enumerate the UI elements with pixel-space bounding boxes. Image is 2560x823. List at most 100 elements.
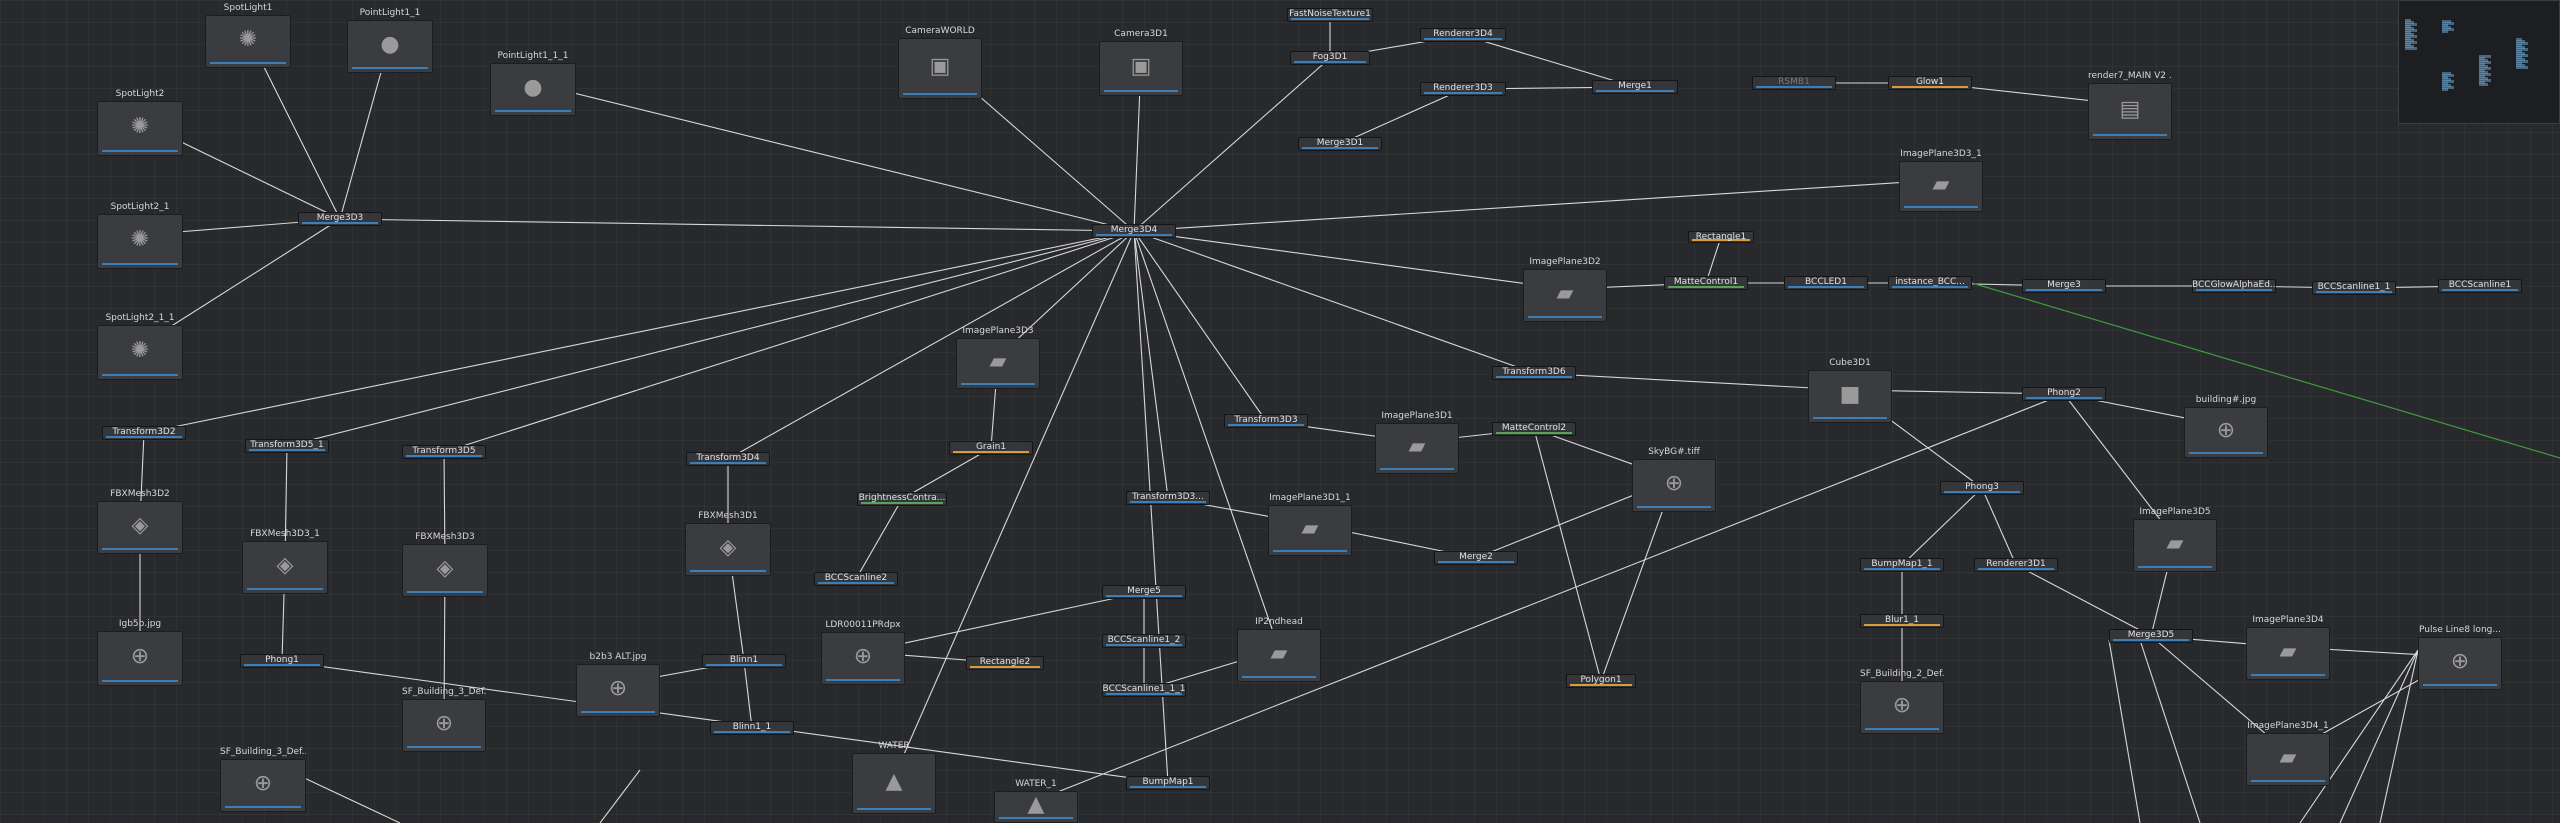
- node-spotlight2-1-1[interactable]: ✺SpotLight2_1_1: [97, 312, 183, 380]
- node-bccglow[interactable]: BCCGlowAlphaEd...: [2192, 279, 2276, 293]
- connection-wire[interactable]: [2339, 649, 2419, 823]
- connection-wire[interactable]: [2139, 639, 2201, 823]
- node-brightness[interactable]: BrightnessContra...: [857, 492, 947, 506]
- connection-wire[interactable]: [143, 230, 1135, 434]
- node-camera3d1[interactable]: ▣Camera3D1: [1099, 28, 1183, 96]
- node-pointlight1-1-1[interactable]: ●PointLight1_1_1: [490, 50, 576, 116]
- connection-wire[interactable]: [727, 230, 1135, 460]
- node-skybg[interactable]: ⊕SkyBG#.tiff: [1632, 446, 1716, 512]
- connection-wire[interactable]: [893, 230, 1135, 778]
- connection-wire[interactable]: [2379, 649, 2419, 823]
- node-b2b3alt[interactable]: ⊕b2b3 ALT.jpg: [576, 651, 660, 717]
- connection-wire[interactable]: [2015, 564, 2152, 637]
- node-render7[interactable]: ▤render7_MAIN V2 ...: [2088, 70, 2172, 140]
- connection-wire[interactable]: [743, 660, 753, 729]
- connection-wire[interactable]: [2299, 649, 2419, 823]
- node-bccscanline1-2[interactable]: BCCScanline1_2: [1102, 634, 1186, 648]
- node-rsmb1[interactable]: RSMB1: [1752, 76, 1836, 90]
- node-bccscanline1-1[interactable]: BCCScanline1_1: [2312, 281, 2396, 295]
- node-blinn1-1[interactable]: Blinn1_1: [710, 721, 794, 735]
- node-mattecontrol2[interactable]: MatteControl2: [1492, 422, 1576, 436]
- connection-wire[interactable]: [443, 230, 1135, 453]
- connection-wire[interactable]: [139, 218, 341, 347]
- node-phong3[interactable]: Phong3: [1940, 481, 2024, 495]
- node-bccscanline1-1-1[interactable]: BCCScanline1_1_1: [1102, 683, 1186, 697]
- node-bumpmap1-1[interactable]: BumpMap1_1: [1860, 558, 1944, 572]
- node-sfbuilding3def[interactable]: ⊕SF_Building_3_Def...: [402, 686, 486, 752]
- connection-wire[interactable]: [1133, 230, 1267, 422]
- connection-wire[interactable]: [1035, 393, 2065, 802]
- node-merge3d1[interactable]: Merge3D1: [1298, 137, 1382, 151]
- node-water1[interactable]: ▲WATER_1: [994, 778, 1078, 823]
- node-transform3d5-1[interactable]: Transform3D5_1: [245, 439, 329, 453]
- node-ldr[interactable]: ⊕LDR00011PRdpx: [821, 619, 905, 685]
- connection-wire[interactable]: [997, 230, 1135, 358]
- connection-wire[interactable]: [1901, 487, 1983, 566]
- highlighted-connection-wire[interactable]: [1971, 282, 2560, 459]
- node-spotlight1[interactable]: ✺SpotLight1: [205, 2, 291, 68]
- node-transform3d5[interactable]: Transform3D5: [402, 445, 486, 459]
- node-spotlight2[interactable]: ✺SpotLight2: [97, 88, 183, 156]
- connection-wire[interactable]: [855, 498, 903, 580]
- node-bumpmap1[interactable]: BumpMap1: [1126, 776, 1210, 790]
- connection-wire[interactable]: [1133, 179, 1942, 232]
- node-bccled1[interactable]: BCCLED1: [1784, 276, 1868, 290]
- node-renderer3d3[interactable]: Renderer3D3: [1420, 82, 1506, 96]
- node-ip2ndhead[interactable]: ▰IP2ndhead: [1237, 616, 1321, 682]
- connection-wire[interactable]: [1533, 428, 1602, 682]
- connection-wire[interactable]: [1981, 487, 2017, 566]
- node-sfbuilding2def[interactable]: ⊕SF_Building_2_Def...: [1860, 668, 1944, 734]
- node-pointlight1-1[interactable]: ●PointLight1_1: [347, 7, 433, 73]
- node-transform3d3b[interactable]: Transform3D3...: [1126, 491, 1210, 505]
- connection-wire[interactable]: [1133, 230, 1535, 374]
- node-rectangle1[interactable]: Rectangle1: [1688, 231, 1754, 243]
- node-fbxmesh3d3[interactable]: ◈FBXMesh3D3: [402, 531, 488, 597]
- node-water[interactable]: ▲WATER: [852, 740, 936, 814]
- node-imageplane3d1[interactable]: ▰ImagePlane3D1: [1375, 410, 1459, 474]
- node-fastnoise[interactable]: FastNoiseTexture1: [1287, 8, 1373, 22]
- connection-wire[interactable]: [1533, 372, 1851, 391]
- node-transform3d2[interactable]: Transform3D2: [102, 426, 186, 440]
- connection-wire[interactable]: [1600, 478, 1675, 682]
- node-sfbuilding3def2[interactable]: ⊕SF_Building_3_Def...: [220, 746, 306, 812]
- connection-wire[interactable]: [532, 82, 1135, 232]
- node-polygon1[interactable]: Polygon1: [1566, 674, 1636, 688]
- node-merge3[interactable]: Merge3: [2022, 279, 2106, 293]
- node-cube3d1[interactable]: ■Cube3D1: [1808, 357, 1892, 423]
- node-transform3d3[interactable]: Transform3D3: [1224, 414, 1308, 428]
- node-transform3d4[interactable]: Transform3D4: [686, 452, 770, 466]
- node-cameraworld[interactable]: ▣CameraWORLD: [898, 25, 982, 99]
- node-grain1[interactable]: Grain1: [949, 441, 1033, 455]
- connection-wire[interactable]: [2108, 639, 2141, 823]
- node-renderer3d4[interactable]: Renderer3D4: [1420, 28, 1506, 42]
- node-instance-bcc[interactable]: instance_BCC...: [1888, 276, 1972, 290]
- node-phong1[interactable]: Phong1: [240, 654, 324, 668]
- node-rectangle2[interactable]: Rectangle2: [966, 656, 1044, 670]
- node-igb5b[interactable]: ⊕Igb5b.jpg: [97, 618, 183, 686]
- connection-wire[interactable]: [862, 591, 1145, 653]
- connection-wire[interactable]: [1339, 88, 1464, 145]
- connection-wire[interactable]: [1462, 34, 1636, 88]
- node-mattecontrol1[interactable]: MatteControl1: [1664, 276, 1748, 290]
- node-imageplane3d4-1[interactable]: ▰ImagePlane3D4_1: [2246, 720, 2330, 786]
- connection-wire[interactable]: [286, 230, 1135, 447]
- node-imageplane3d5[interactable]: ▰ImagePlane3D5: [2133, 506, 2217, 572]
- node-merge1[interactable]: Merge1: [1592, 80, 1678, 94]
- node-blur1-1[interactable]: Blur1_1: [1860, 614, 1944, 628]
- node-merge2[interactable]: Merge2: [1434, 551, 1518, 565]
- connection-wire[interactable]: [1133, 57, 1331, 232]
- node-imageplane3d3-1[interactable]: ▰ImagePlane3D3_1: [1899, 148, 1983, 212]
- node-glow1[interactable]: Glow1: [1888, 76, 1972, 90]
- node-imageplane3d4[interactable]: ▰ImagePlane3D4: [2246, 614, 2330, 680]
- node-phong2[interactable]: Phong2: [2022, 387, 2106, 401]
- connection-wire[interactable]: [901, 447, 992, 500]
- node-fbxmesh3d1[interactable]: ◈FBXMesh3D1: [685, 510, 771, 576]
- connection-wire[interactable]: [1705, 236, 1722, 284]
- connection-wire[interactable]: [299, 775, 401, 823]
- node-renderer3d1[interactable]: Renderer3D1: [1974, 558, 2058, 572]
- node-pulseline[interactable]: ⊕Pulse Line8 long...: [2418, 624, 2502, 690]
- node-navigator-minimap[interactable]: [2398, 0, 2560, 124]
- node-fbxmesh3d3-1[interactable]: ◈FBXMesh3D3_1: [242, 528, 328, 594]
- node-fog3d1[interactable]: Fog3D1: [1290, 51, 1370, 65]
- node-merge5[interactable]: Merge5: [1102, 585, 1186, 599]
